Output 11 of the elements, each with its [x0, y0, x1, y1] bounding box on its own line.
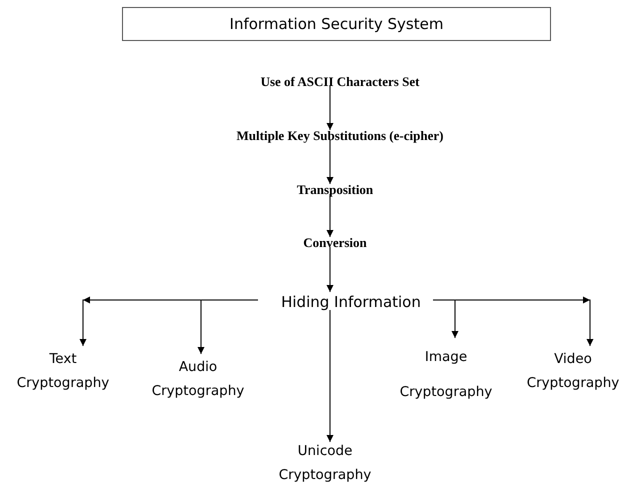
step-label: Use of ASCII Characters Set	[230, 74, 450, 90]
category-label: Text Cryptography	[3, 348, 123, 396]
category-label: Unicode Cryptography	[265, 440, 385, 488]
category-label: Image Cryptography	[386, 340, 506, 410]
step-label: Conversion	[270, 235, 400, 251]
step-label: Transposition	[270, 182, 400, 198]
step-label: Multiple Key Substitutions (e-cipher)	[190, 128, 490, 144]
category-label: Video Cryptography	[515, 348, 631, 396]
category-label: Audio Cryptography	[138, 356, 258, 404]
branch-hub-label: Hiding Information	[270, 290, 432, 314]
title-box: Information Security System	[122, 7, 551, 41]
